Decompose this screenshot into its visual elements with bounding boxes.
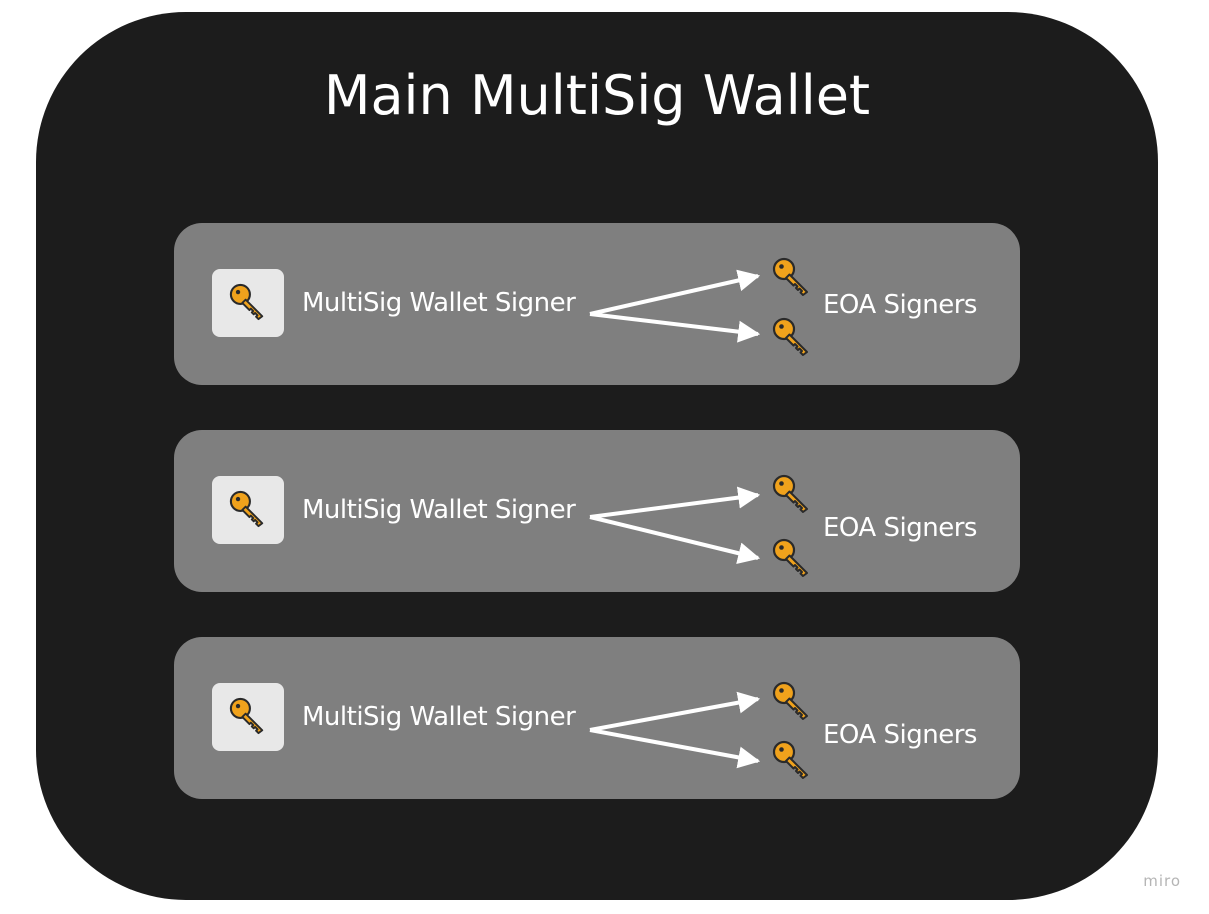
signer-arrows (589, 269, 761, 343)
eoa-signers-label: EOA Signers (823, 720, 977, 750)
arrow-to-top-key (589, 486, 761, 519)
arrow-to-bottom-key (589, 312, 761, 343)
eoa-signers-label: EOA Signers (823, 513, 977, 543)
arrow-to-top-key (589, 691, 761, 732)
multisig-signer-label: MultiSig Wallet Signer (302, 288, 576, 318)
wallet-title: Main MultiSig Wallet (323, 64, 871, 127)
arrow-to-bottom-key (589, 515, 761, 564)
miro-watermark: miro (1143, 872, 1181, 890)
signer-key-tile (212, 683, 284, 751)
arrow-to-top-key (589, 269, 761, 316)
signer-key-tile (212, 269, 284, 337)
signer-arrows (589, 691, 761, 769)
multisig-signer-label: MultiSig Wallet Signer (302, 702, 576, 732)
eoa-signers-label: EOA Signers (823, 290, 977, 320)
key-icon (772, 681, 812, 721)
arrow-to-bottom-key (589, 728, 761, 769)
key-icon (772, 257, 812, 297)
signer-group: MultiSig Wallet Signer EOA Signers (174, 223, 1020, 385)
signer-group: MultiSig Wallet Signer EOA Signers (174, 430, 1020, 592)
key-icon (772, 474, 812, 514)
multisig-signer-label: MultiSig Wallet Signer (302, 495, 576, 525)
main-wallet-container: Main MultiSig Wallet MultiSig Wallet Sig… (36, 12, 1158, 900)
signer-arrows (589, 486, 761, 564)
key-icon (772, 317, 812, 357)
signer-key-tile (212, 476, 284, 544)
signer-group: MultiSig Wallet Signer EOA Signers (174, 637, 1020, 799)
key-icon (772, 740, 812, 780)
key-icon (772, 538, 812, 578)
